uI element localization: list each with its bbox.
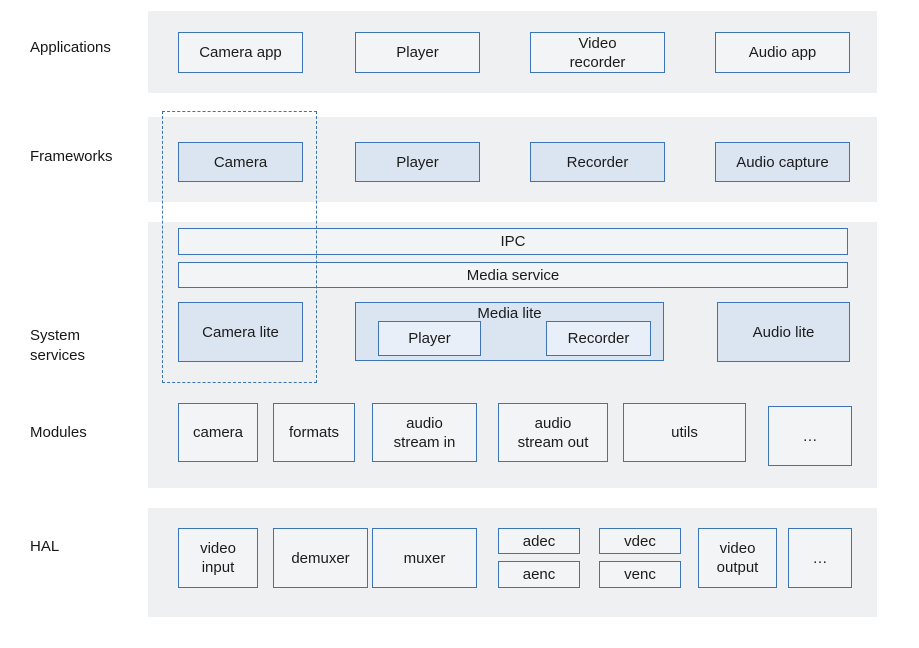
box-camera-framework: Camera [178,142,303,182]
box-module-audio-stream-in: audio stream in [372,403,477,462]
box-camera-lite: Camera lite [178,302,303,362]
layer-label-frameworks: Frameworks [30,148,113,165]
box-module-camera: camera [178,403,258,462]
box-hal-more: … [788,528,852,588]
camera-pipeline-dashed-outline [162,111,317,383]
layer-label-modules: Modules [30,424,87,441]
box-media-lite-player: Player [378,321,481,356]
box-audio-capture-framework: Audio capture [715,142,850,182]
box-camera-app: Camera app [178,32,303,73]
box-module-audio-stream-out: audio stream out [498,403,608,462]
box-hal-demuxer: demuxer [273,528,368,588]
box-module-utils: utils [623,403,746,462]
box-player-framework: Player [355,142,480,182]
box-hal-aenc: aenc [498,561,580,588]
bar-ipc: IPC [178,228,848,255]
layer-label-hal: HAL [30,538,60,555]
box-hal-adec: adec [498,528,580,554]
box-hal-video-output: video output [698,528,777,588]
box-module-more: … [768,406,852,466]
box-hal-vdec: vdec [599,528,681,554]
box-hal-video-input: video input [178,528,258,588]
layer-label-applications: Applications [30,39,111,56]
box-video-recorder-app: Video recorder [530,32,665,73]
box-audio-lite: Audio lite [717,302,850,362]
media-lite-label: Media lite [477,305,542,322]
box-hal-venc: venc [599,561,681,588]
box-hal-muxer: muxer [372,528,477,588]
box-module-formats: formats [273,403,355,462]
box-player-app: Player [355,32,480,73]
box-media-lite: Media lite Player Recorder [355,302,664,361]
box-recorder-framework: Recorder [530,142,665,182]
box-audio-app: Audio app [715,32,850,73]
bar-media-service: Media service [178,262,848,288]
layer-label-system-services: System services [30,327,86,364]
box-media-lite-recorder: Recorder [546,321,651,356]
